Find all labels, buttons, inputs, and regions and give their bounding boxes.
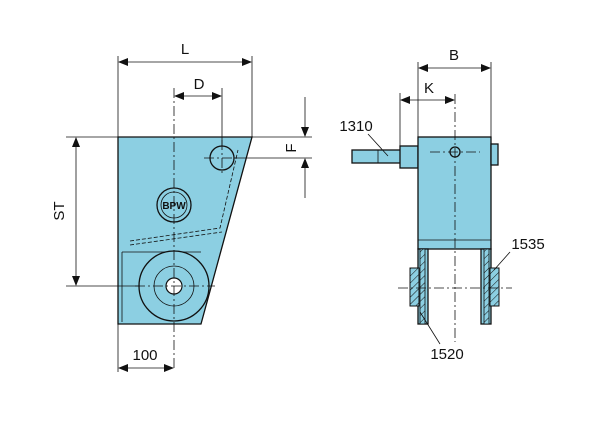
washer-left-liner — [419, 248, 426, 325]
dimension-K-label: K — [424, 80, 434, 97]
washer-right-flange — [489, 267, 500, 307]
side-view: B K 1310 1535 1520 — [339, 47, 544, 363]
bracket-inner-ledge — [121, 251, 201, 322]
front-view: BPW L D F ST 100 — [51, 41, 312, 372]
washer-left-flange — [409, 267, 420, 307]
hidden-rib-2 — [129, 231, 223, 246]
pin-shaft — [351, 149, 403, 164]
leader-1310 — [367, 133, 389, 157]
leader-1535 — [493, 251, 511, 271]
pin-head — [399, 145, 419, 169]
hidden-rib — [129, 149, 239, 242]
logo-text: BPW — [162, 201, 186, 212]
dimension-D-label: D — [194, 76, 205, 93]
dimension-F-label: F — [283, 143, 300, 152]
dimension-ST-label: ST — [51, 201, 68, 220]
part-1520-label: 1520 — [430, 346, 463, 363]
dimension-B-label: B — [449, 47, 459, 64]
dimension-L-label: L — [181, 41, 189, 58]
washer-right-liner — [483, 248, 490, 325]
part-1535-label: 1535 — [511, 236, 544, 253]
side-right-flange — [490, 143, 499, 166]
part-1310-label: 1310 — [339, 118, 372, 135]
dimension-100-label: 100 — [132, 347, 157, 364]
leader-1520 — [419, 311, 441, 345]
